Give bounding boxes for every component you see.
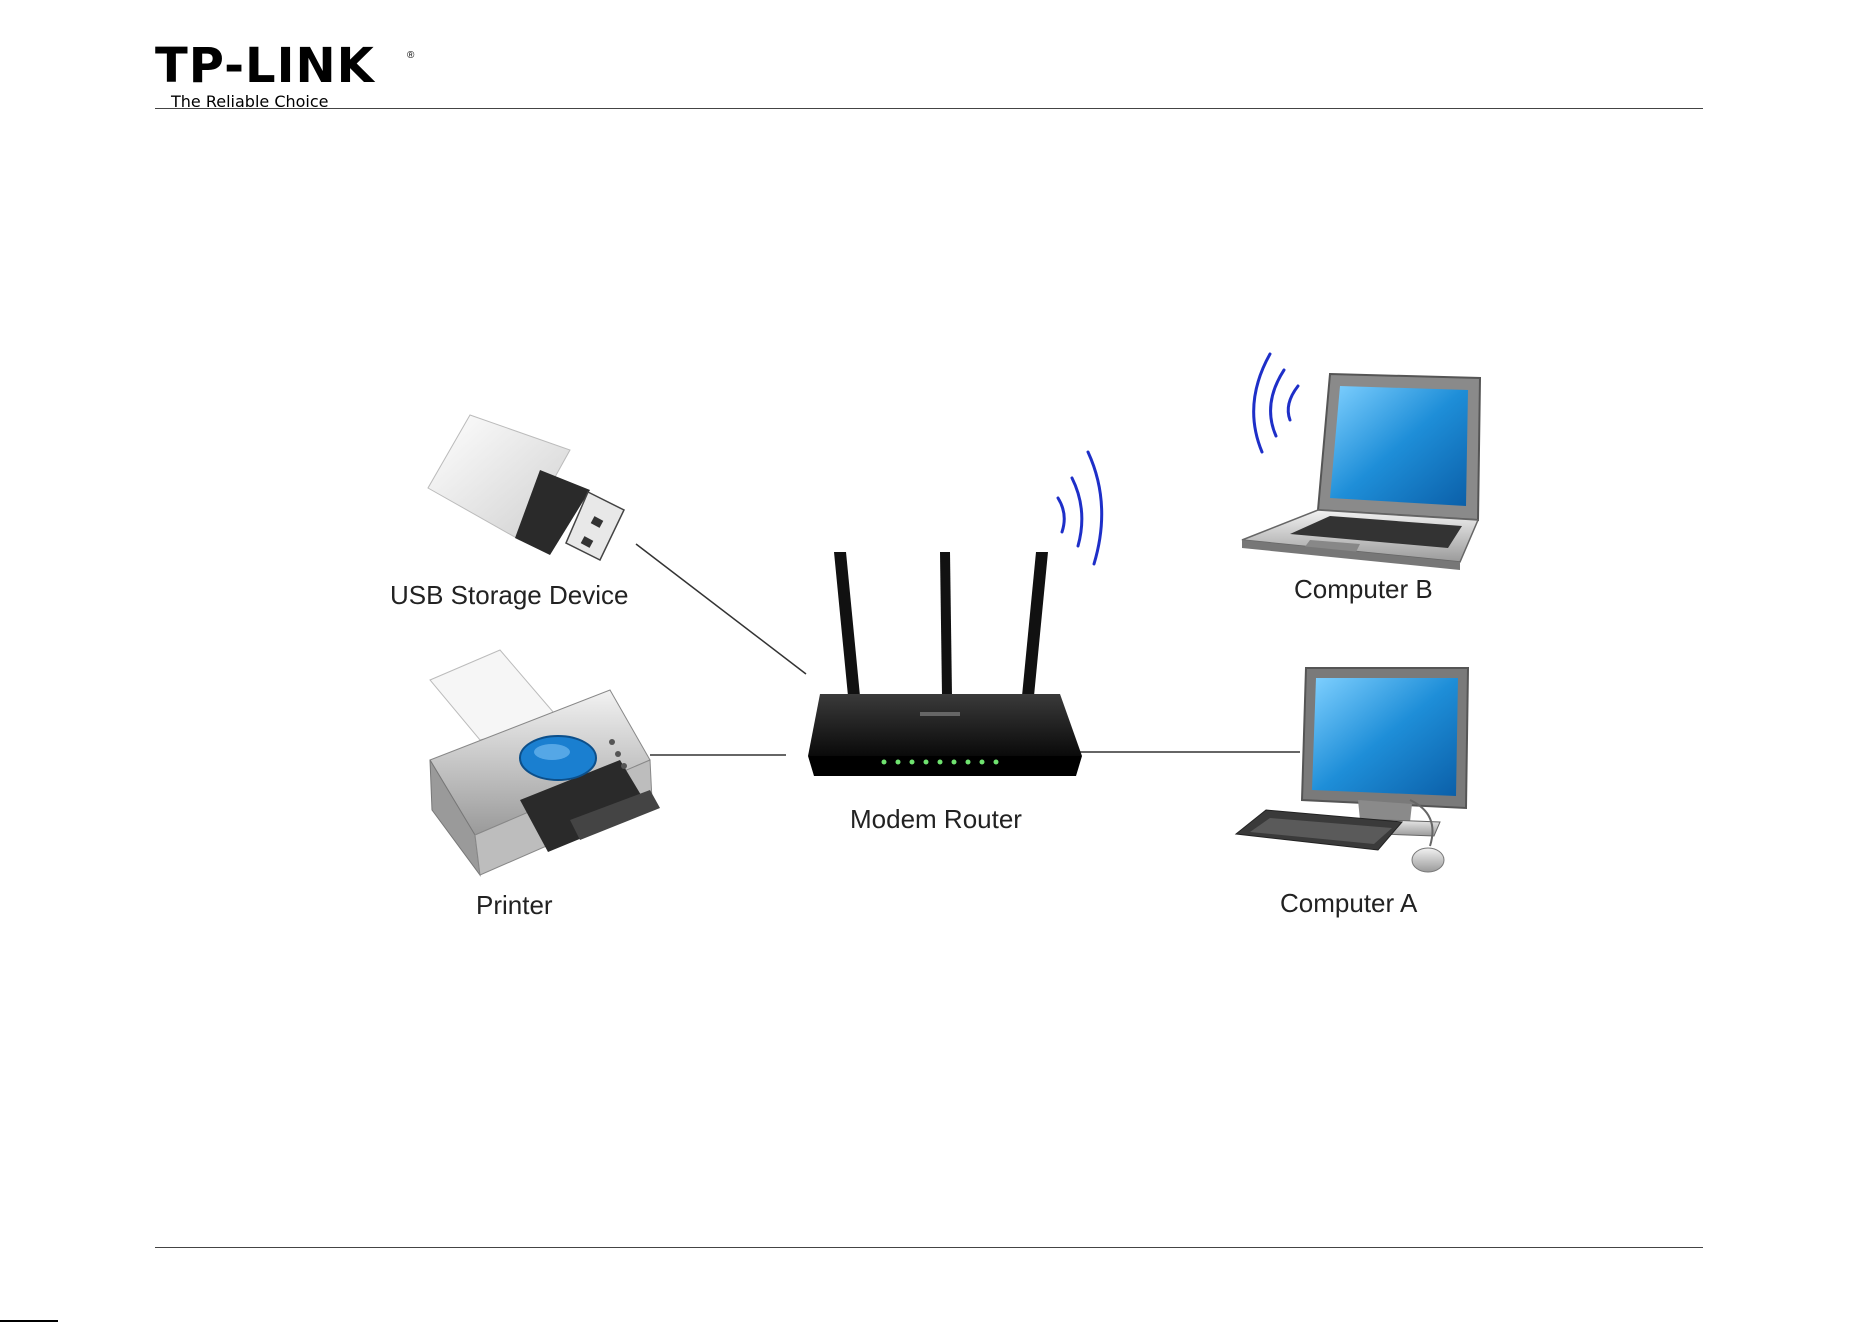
usb-drive-icon xyxy=(428,415,624,560)
laptop-icon xyxy=(1242,374,1480,570)
label-modem-router: Modem Router xyxy=(850,804,1022,835)
link-usb-router xyxy=(636,544,806,674)
label-computer-a: Computer A xyxy=(1280,888,1417,919)
label-usb-storage-device: USB Storage Device xyxy=(390,580,628,611)
router-leds xyxy=(882,760,999,765)
router-wifi-icon xyxy=(1058,452,1102,564)
printer-icon xyxy=(430,650,660,875)
page-edge-mark xyxy=(0,1320,58,1322)
laptop-wifi-icon xyxy=(1254,354,1298,452)
modem-router-icon xyxy=(808,552,1082,776)
desktop-computer-icon xyxy=(1236,668,1468,872)
label-computer-b: Computer B xyxy=(1294,574,1433,605)
footer-divider xyxy=(155,1247,1703,1248)
label-printer: Printer xyxy=(476,890,553,921)
